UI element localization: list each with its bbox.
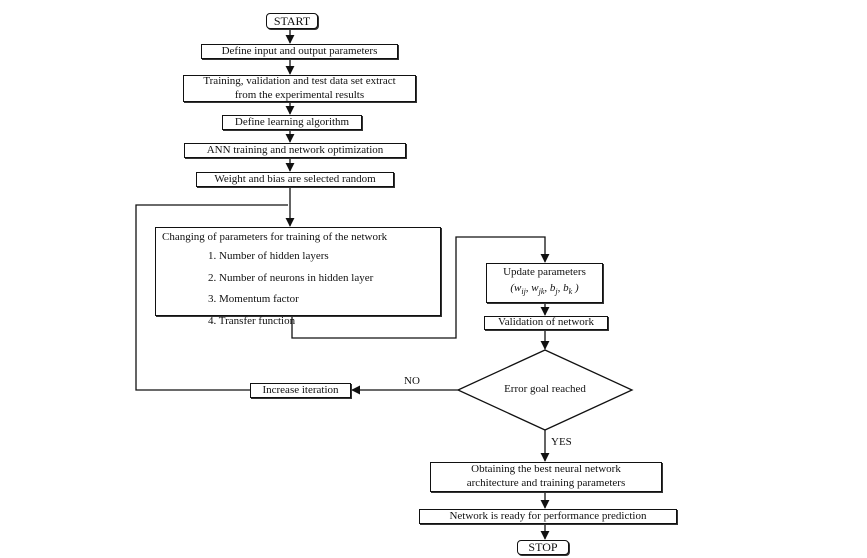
no-label: NO bbox=[404, 375, 420, 387]
arrow-changing-to-update bbox=[291, 236, 550, 339]
parameter-item: 2. Number of neurons in hidden layer bbox=[208, 271, 374, 284]
stop-label: STOP bbox=[528, 540, 558, 554]
parameter-list: 1. Number of hidden layers 2. Number of … bbox=[156, 250, 440, 329]
validation-box: Validation of network bbox=[484, 316, 608, 330]
best-architecture-box: Obtaining the best neural network archit… bbox=[430, 462, 662, 492]
ann-training-box: ANN training and network optimization bbox=[184, 143, 406, 158]
best-line-2: architecture and training parameters bbox=[466, 477, 626, 489]
yes-label: YES bbox=[551, 436, 572, 448]
changing-parameters-box: Changing of parameters for training of t… bbox=[155, 227, 441, 327]
define-io-label: Define input and output parameters bbox=[221, 44, 378, 57]
weight-bias-label: Weight and bias are selected random bbox=[214, 172, 376, 185]
changing-parameters-title: Changing of parameters for training of t… bbox=[162, 231, 388, 243]
validation-label: Validation of network bbox=[498, 316, 594, 329]
stop-terminal: STOP bbox=[517, 540, 569, 555]
ready-prediction-box: Network is ready for performance predict… bbox=[419, 509, 677, 524]
learning-algorithm-box: Define learning algorithm bbox=[222, 115, 362, 130]
increase-iteration-box: Increase iteration bbox=[250, 383, 351, 398]
start-terminal: START bbox=[266, 13, 318, 29]
update-formula: (wij, wjk, bj, bk ) bbox=[510, 281, 579, 296]
error-goal-label: Error goal reached bbox=[504, 383, 586, 395]
weight-bias-box: Weight and bias are selected random bbox=[196, 172, 394, 187]
best-architecture-text: Obtaining the best neural network archit… bbox=[461, 462, 632, 492]
ann-training-label: ANN training and network optimization bbox=[206, 143, 384, 156]
define-io-box: Define input and output parameters bbox=[201, 44, 398, 59]
arrow-loop-back bbox=[135, 204, 288, 391]
ready-prediction-label: Network is ready for performance predict… bbox=[449, 509, 647, 522]
extract-line-1: Training, validation and test data set e… bbox=[203, 74, 396, 87]
extract-dataset-box: Training, validation and test data set e… bbox=[183, 75, 416, 102]
parameter-item: 1. Number of hidden layers bbox=[208, 249, 329, 262]
increase-iteration-label: Increase iteration bbox=[262, 383, 339, 396]
parameter-item: 3. Momentum factor bbox=[208, 293, 299, 306]
best-line-1: Obtaining the best neural network bbox=[471, 463, 621, 476]
update-parameters-box: Update parameters (wij, wjk, bj, bk ) bbox=[486, 263, 603, 303]
update-parameters-label: Update parameters bbox=[503, 266, 586, 278]
extract-line-2: from the experimental results bbox=[234, 88, 365, 101]
learning-algorithm-label: Define learning algorithm bbox=[234, 115, 350, 128]
parameter-item: 4. Transfer function bbox=[208, 315, 296, 327]
start-label: START bbox=[273, 13, 311, 28]
